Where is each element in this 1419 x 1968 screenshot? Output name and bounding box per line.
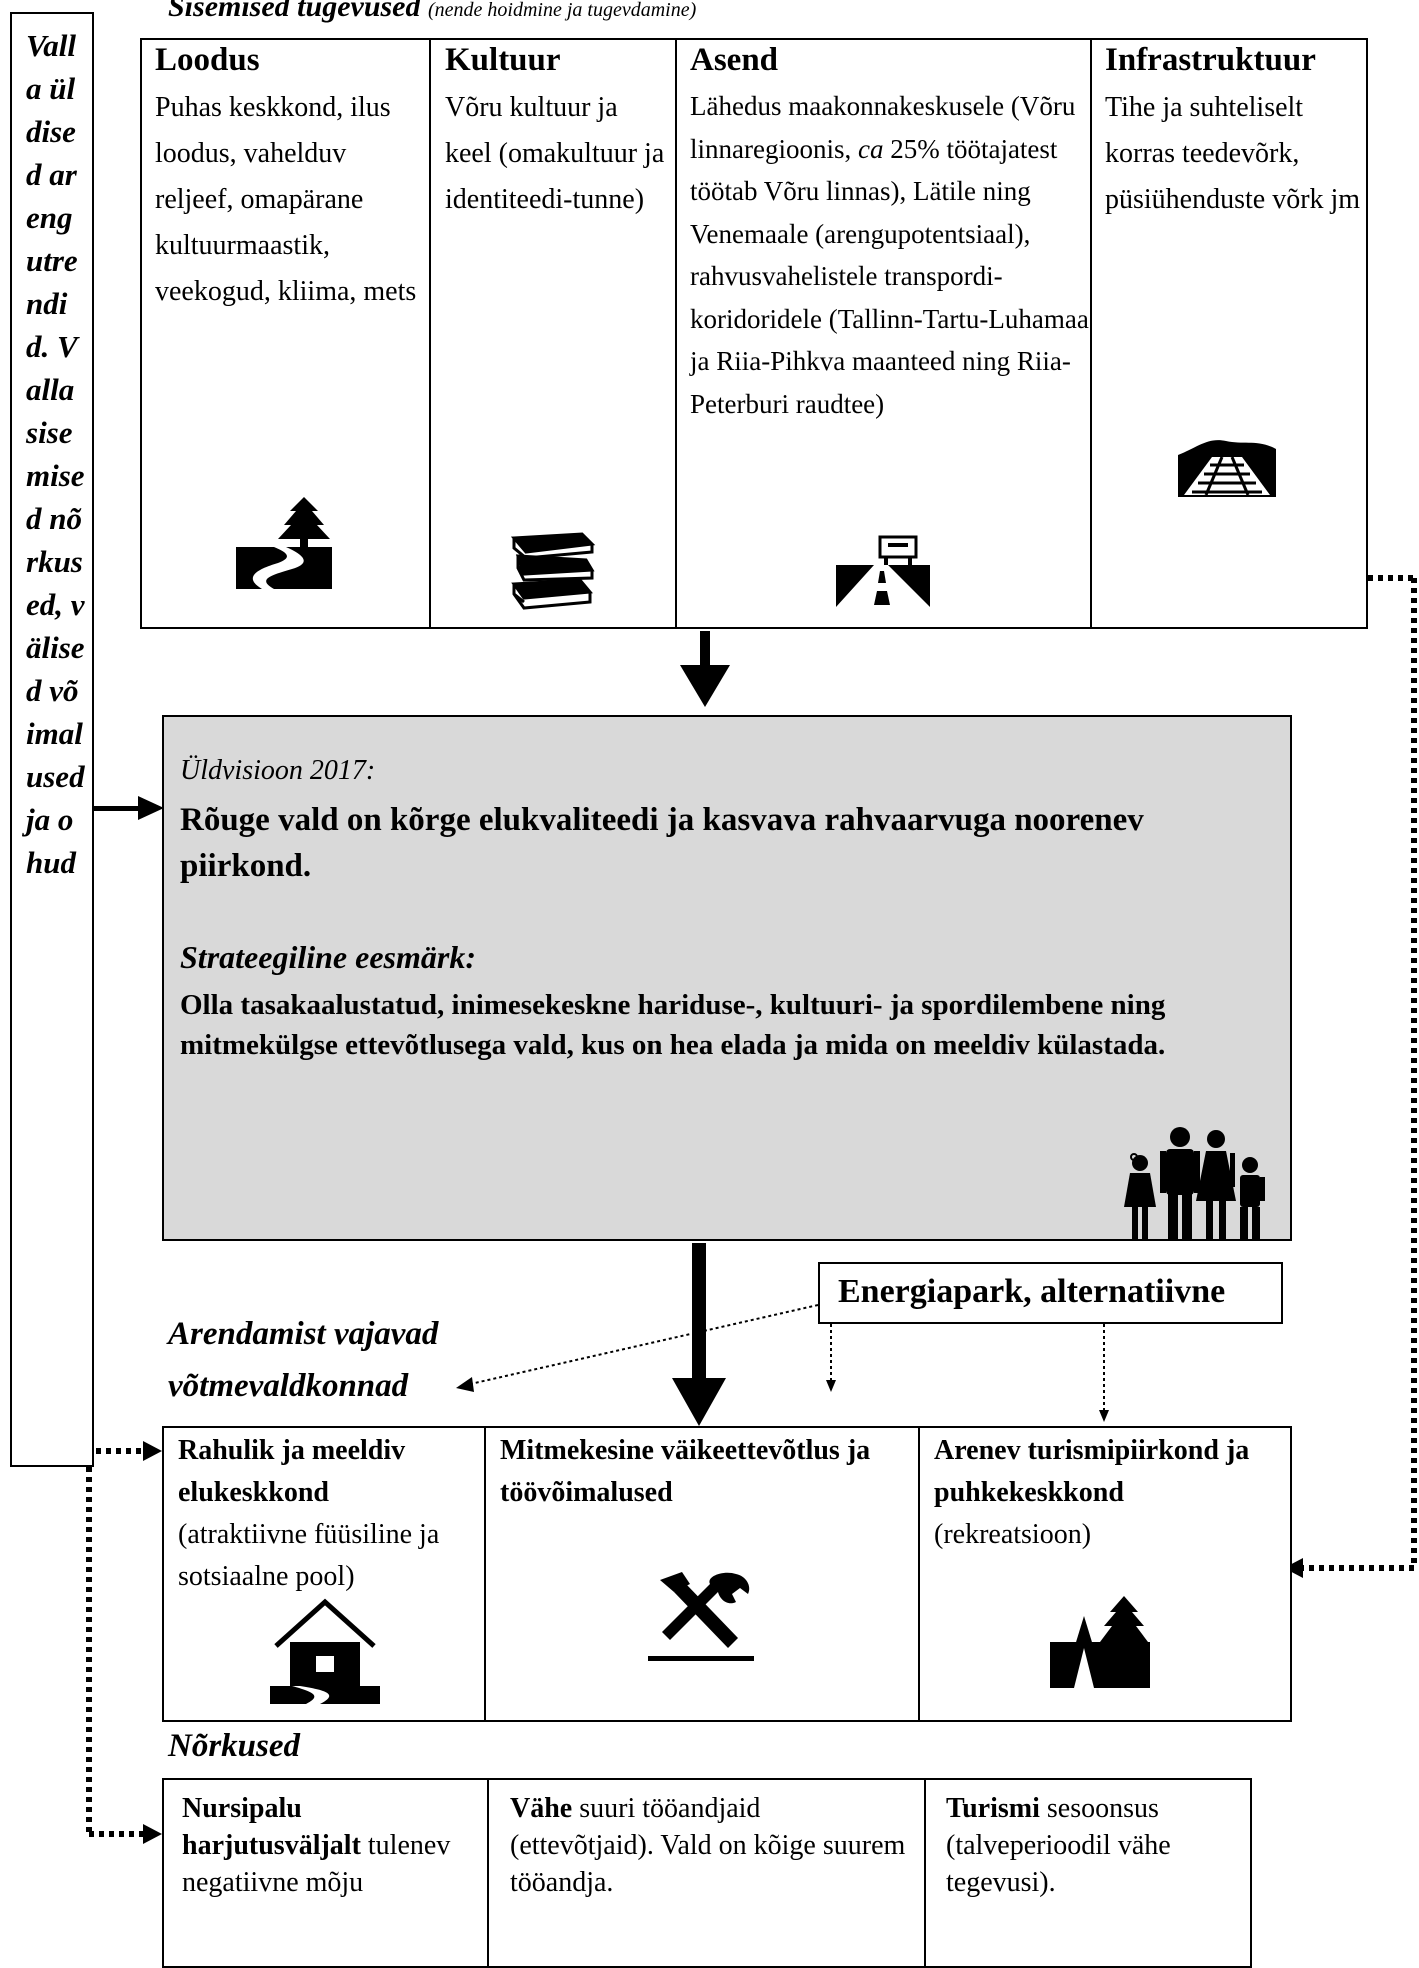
- strength-body: Tihe ja suhteliselt korras teedevõrk, pü…: [1105, 92, 1361, 215]
- weakness-bold: Vähe: [510, 1793, 573, 1824]
- weakness-text: tulenev negatiivne mõju: [182, 1830, 451, 1898]
- strength-location: Asend Lähedus maakonnakeskusele (Võru li…: [690, 41, 1090, 425]
- trends-side-text: Valla üldised arengutrendid. Valla sisem…: [26, 28, 85, 880]
- trends-side-box: Valla üldised arengutrendid. Valla sisem…: [10, 12, 94, 1467]
- books-icon: [510, 532, 596, 610]
- goal-text: Olla tasakaalustatud, inimesekeskne hari…: [180, 989, 1166, 1061]
- column-divider: [1090, 38, 1092, 629]
- column-divider: [918, 1426, 920, 1722]
- column-divider: [924, 1778, 926, 1968]
- strengths-table: [140, 38, 1368, 629]
- development-title: Rahulik ja meeldiv elukeskkond: [178, 1435, 406, 1508]
- strength-heading: Asend: [690, 42, 779, 78]
- energy-label: Energiapark, alternatiivne: [838, 1273, 1226, 1310]
- weaknesses-label: Nõrkused: [168, 1728, 301, 1764]
- development-title: Mitmekesine väikeettevõtlus ja töövõimal…: [500, 1435, 871, 1508]
- down-arrow-icon: [672, 1378, 726, 1426]
- tent-tree-icon: [1050, 1596, 1150, 1688]
- weakness-employers: Vähe suuri tööandjaid (ettevõtjaid). Val…: [510, 1790, 910, 1901]
- river-tree-icon: [236, 497, 332, 589]
- strengths-title-note: (nende hoidmine ja tugevdamine): [428, 0, 697, 21]
- column-divider: [675, 38, 677, 629]
- weakness-bold: Turismi: [946, 1793, 1040, 1824]
- goal-label: Strateegiline eesmärk:: [180, 939, 476, 975]
- vision-box: Üldvisioon 2017: Rõuge vald on kõrge elu…: [162, 715, 1292, 1241]
- development-tourism: Arenev turismipiirkond ja puhkekeskkond …: [934, 1430, 1284, 1556]
- development-body: (rekreatsioon): [934, 1519, 1092, 1550]
- arrow-shaft: [700, 631, 710, 669]
- arrow-shaft: [692, 1243, 706, 1383]
- strength-nature: Loodus Puhas keskkond, ilus loodus, vahe…: [155, 41, 425, 315]
- strengths-title-text: Sisemised tugevused: [168, 0, 421, 23]
- strength-body: Lähedus maakonnakeskusele (Võru linnareg…: [690, 91, 1089, 419]
- development-body: (atraktiivne füüsiline ja sotsiaalne poo…: [178, 1519, 440, 1592]
- strength-heading: Loodus: [155, 42, 260, 78]
- down-arrow-icon: [680, 665, 730, 707]
- tools-icon: [648, 1572, 754, 1661]
- house-icon: [270, 1598, 380, 1704]
- strength-infrastructure: Infrastruktuur Tihe ja suhteliselt korra…: [1105, 41, 1367, 223]
- development-living-environment: Rahulik ja meeldiv elukeskkond (atraktii…: [178, 1430, 478, 1598]
- weakness-tourism: Turismi sesoonsus (talveperioodil vähe t…: [946, 1790, 1241, 1901]
- strength-culture: Kultuur Võru kultuur ja keel (omakultuur…: [445, 41, 670, 223]
- energy-box: Energiapark, alternatiivne: [818, 1262, 1283, 1324]
- strength-body: Võru kultuur ja keel (omakultuur ja iden…: [445, 92, 665, 215]
- column-divider: [484, 1426, 486, 1722]
- family-icon: [1124, 1127, 1265, 1239]
- weakness-text: sesoonsus (talveperioodil vähe tegevusi)…: [946, 1793, 1171, 1898]
- weakness-text: suuri tööandjaid (ettevõtjaid). Vald on …: [510, 1793, 906, 1898]
- column-divider: [487, 1778, 489, 1968]
- weakness-nursipalu: Nursipalu harjutusväljalt tulenev negati…: [182, 1790, 472, 1901]
- development-small-business: Mitmekesine väikeettevõtlus ja töövõimal…: [500, 1430, 910, 1514]
- weakness-bold: Nursipalu harjutusväljalt: [182, 1793, 361, 1861]
- development-title: Arenev turismipiirkond ja puhkekeskkond: [934, 1435, 1250, 1508]
- vision-label: Üldvisioon 2017:: [180, 755, 376, 786]
- strength-heading: Infrastruktuur: [1105, 42, 1316, 78]
- road-sign-icon: [836, 535, 930, 607]
- strengths-title: Sisemised tugevused (nende hoidmine ja t…: [168, 0, 696, 24]
- vision-statement: Rõuge vald on kõrge elukvaliteedi ja kas…: [180, 802, 1144, 884]
- development-label: Arendamist vajavad võtmevaldkonnad: [168, 1316, 439, 1404]
- railway-icon: [1178, 440, 1276, 497]
- strength-heading: Kultuur: [445, 42, 561, 78]
- arrow-shaft: [94, 806, 142, 811]
- right-arrow-icon: [138, 796, 164, 820]
- column-divider: [429, 38, 431, 629]
- strength-body: Puhas keskkond, ilus loodus, vahelduv re…: [155, 92, 417, 307]
